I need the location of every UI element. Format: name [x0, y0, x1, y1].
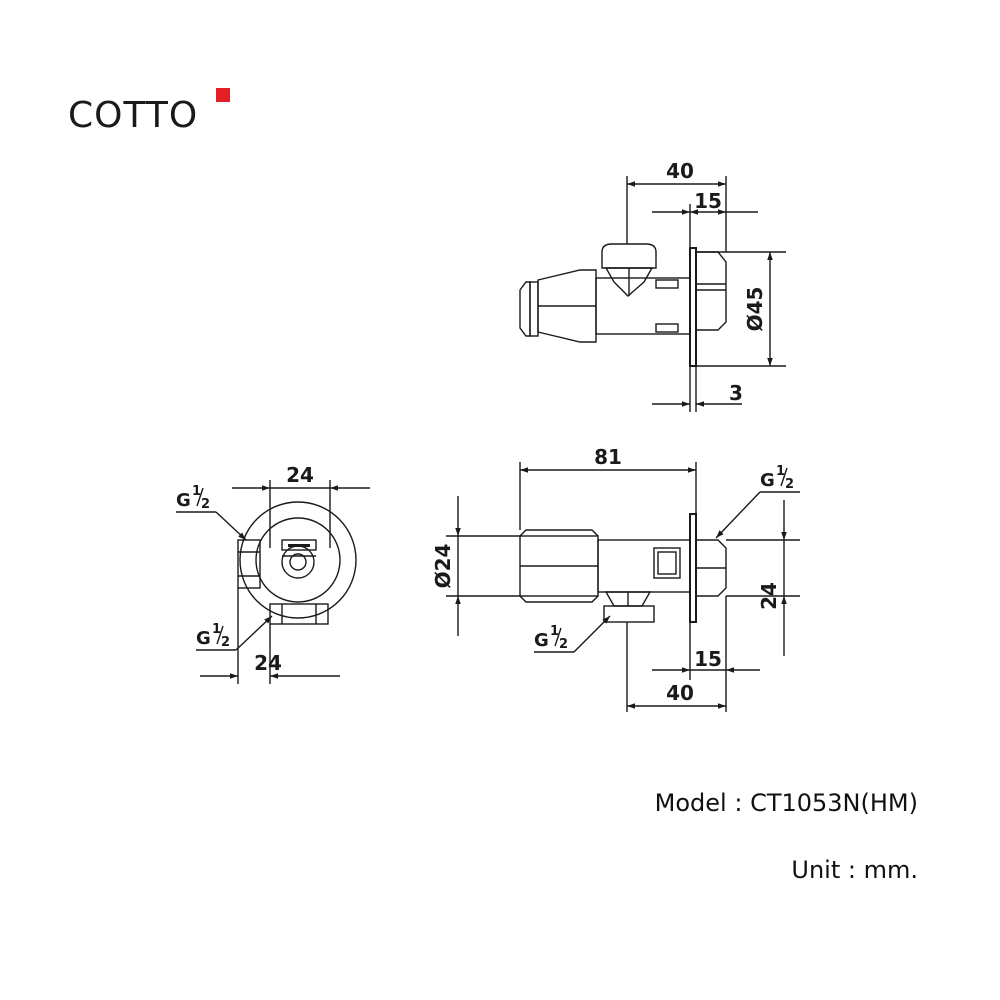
top-view: 40 15 Ø45 3	[519, 159, 786, 412]
brand-accent-square	[216, 88, 230, 102]
svg-text:1: 1	[550, 624, 559, 639]
model-value: CT1053N(HM)	[750, 789, 918, 817]
dim-label-top-3: 3	[729, 381, 743, 405]
thread-label-front-bottom: G 1 2	[196, 622, 230, 650]
dim-label-top-15: 15	[694, 189, 722, 213]
svg-text:G: G	[176, 490, 191, 511]
svg-text:2: 2	[785, 477, 794, 492]
dim-label-side-40: 40	[666, 681, 694, 705]
svg-text:1: 1	[192, 484, 201, 499]
dim-label-top-diameter: Ø45	[743, 287, 767, 332]
top-view-body	[519, 243, 727, 367]
side-view: 81 Ø24 24 15 40 G 1 2 G 1	[431, 445, 800, 712]
svg-text:G: G	[534, 630, 549, 651]
brand-logo: COTTO	[68, 86, 238, 146]
svg-text:G: G	[760, 470, 775, 491]
thread-label-side-bottom: G 1 2	[534, 624, 568, 652]
svg-text:2: 2	[221, 635, 230, 650]
svg-text:1: 1	[776, 464, 785, 479]
model-info: Model : CT1053N(HM)	[655, 789, 918, 817]
model-label: Model	[654, 789, 727, 817]
unit-separator: :	[847, 856, 856, 884]
dim-label-front-top-24: 24	[286, 463, 314, 487]
unit-label: Unit	[791, 856, 841, 884]
dim-label-side-height-24: 24	[757, 582, 781, 610]
thread-label-side-right: G 1 2	[760, 464, 794, 492]
dim-label-side-81: 81	[594, 445, 622, 469]
brand-name: COTTO	[68, 95, 199, 136]
svg-text:2: 2	[559, 637, 568, 652]
dim-label-side-diameter: Ø24	[431, 544, 455, 589]
model-separator: :	[734, 789, 743, 817]
front-view: 24 24 G 1 2 G 1 2	[176, 463, 370, 684]
svg-text:1: 1	[212, 622, 221, 637]
dim-label-side-15: 15	[694, 647, 722, 671]
svg-text:G: G	[196, 628, 211, 649]
unit-info: Unit : mm.	[791, 856, 918, 884]
dim-label-top-40: 40	[666, 159, 694, 183]
svg-text:2: 2	[201, 497, 210, 512]
unit-value: mm.	[863, 856, 918, 884]
dim-label-front-bottom-24: 24	[254, 651, 282, 675]
thread-label-front-top: G 1 2	[176, 484, 210, 512]
